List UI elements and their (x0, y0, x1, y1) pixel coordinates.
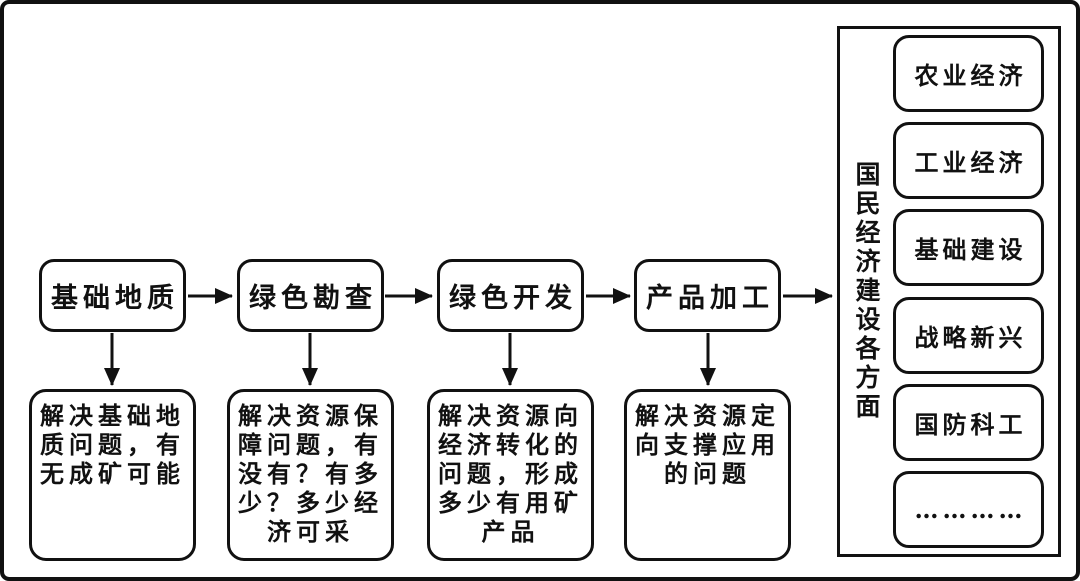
outcome-box-ellipsis: ………… (893, 470, 1044, 548)
stage-box-product-processing: 产品加工 (634, 259, 781, 332)
desc-box-green-development: 解决资源向经济转化的问题，形成多少有用矿产品 (427, 389, 594, 561)
outcome-box-industry: 工业经济 (893, 122, 1044, 200)
outcome-box-strategic: 战略新兴 (893, 296, 1044, 374)
desc-box-product-processing: 解决资源定向支撑应用的问题 (624, 389, 791, 561)
stage-box-green-exploration: 绿色勘查 (237, 259, 384, 332)
desc-box-basic-geology: 解决基础地质问题，有无成矿可能 (29, 389, 196, 561)
outcome-panel (837, 26, 1061, 557)
desc-box-green-exploration: 解决资源保障问题，有没有？有多少？多少经济可采 (227, 389, 394, 561)
outcome-box-infrastructure: 基础建设 (893, 209, 1044, 287)
outcome-box-defense: 国防科工 (893, 383, 1044, 461)
stage-box-basic-geology: 基础地质 (39, 259, 186, 332)
outcome-items: 农业经济 工业经济 基础建设 战略新兴 国防科工 ………… (893, 35, 1044, 548)
stage-box-green-development: 绿色开发 (437, 259, 584, 332)
outcome-box-agriculture: 农业经济 (893, 35, 1044, 112)
outcome-panel-title: 国民经济建设各方面 (852, 161, 881, 422)
